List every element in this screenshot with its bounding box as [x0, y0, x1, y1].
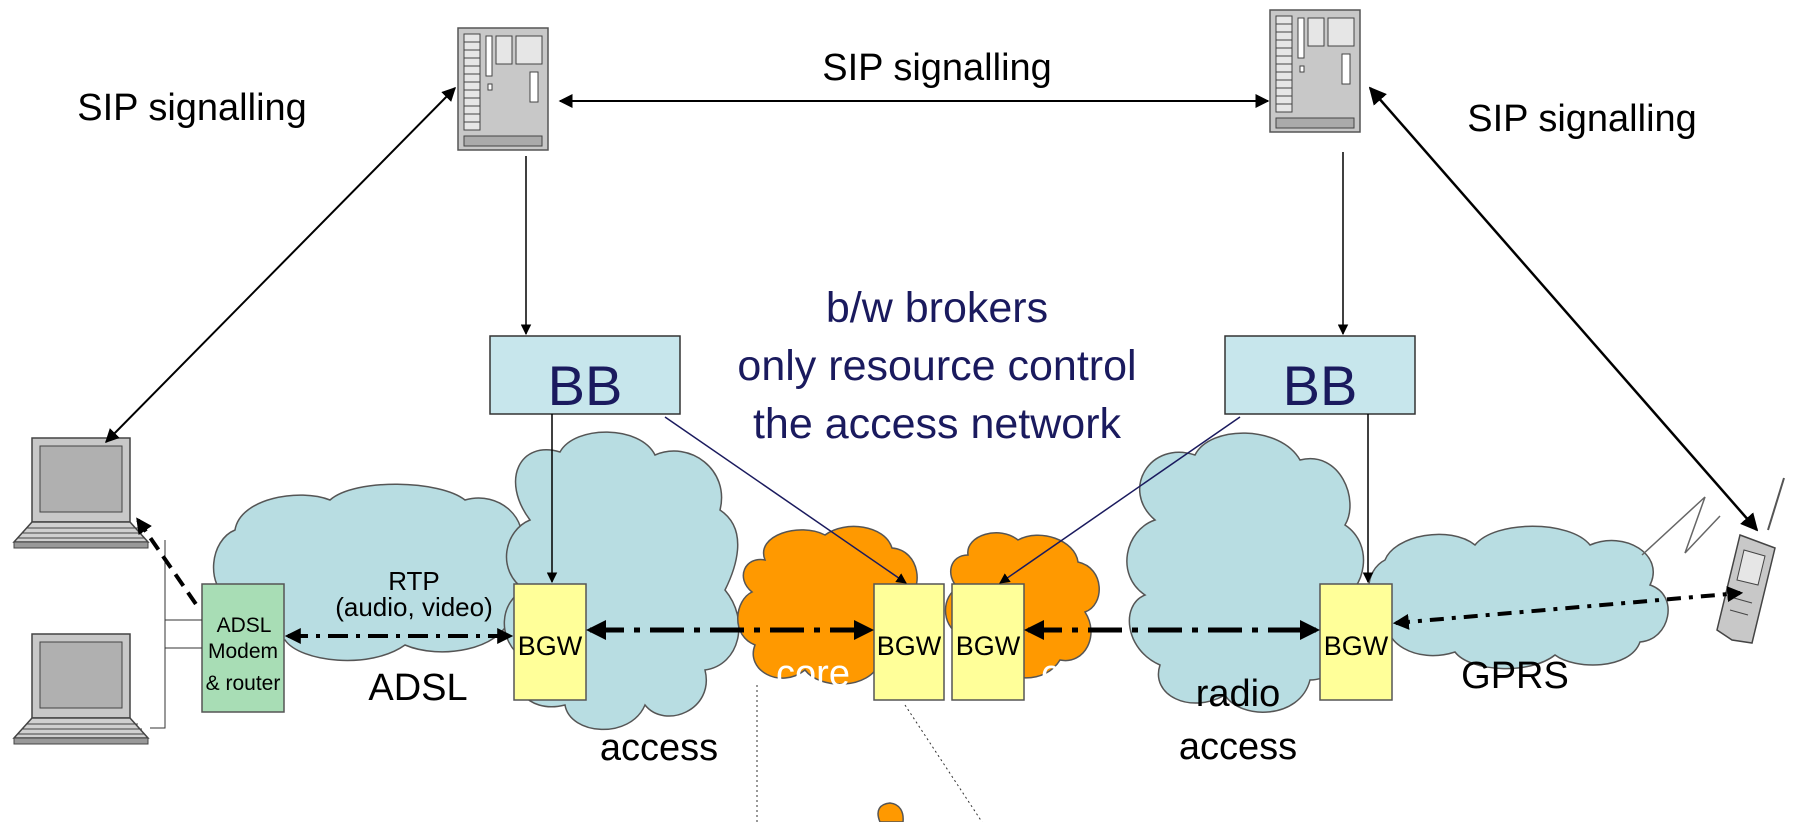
core-label-right: core: [1041, 653, 1115, 695]
laptop-icon: [13, 633, 149, 745]
modem-label-line-2: Modem: [208, 640, 278, 663]
bb-label-right: BB: [1283, 354, 1358, 417]
sip-arrow-left: [105, 87, 456, 443]
radio-wave-icon: [1641, 496, 1721, 556]
gprs-cloud: [1368, 525, 1669, 670]
modem-label-line-1: ADSL: [217, 614, 272, 637]
laptop-icon: [13, 437, 149, 549]
radio-access-label-line-1: radio: [1196, 673, 1281, 715]
bb-box-left: [489, 335, 681, 415]
bb-label-left: BB: [548, 354, 623, 417]
bw-brokers-line-1: b/w brokers: [826, 284, 1048, 332]
modem-label-line-3: & router: [206, 672, 281, 695]
access-label: access: [600, 727, 718, 769]
sip-label-right: SIP signalling: [1467, 98, 1697, 140]
dotted-link-right: [904, 704, 983, 823]
rtp-label-line-1: RTP: [388, 566, 440, 596]
bw-brokers-line-2: only resource control: [737, 342, 1136, 390]
bgw-box-2: [873, 583, 945, 701]
bw-brokers-line-3: the access network: [753, 400, 1122, 448]
bgw-label-4: BGW: [1324, 631, 1389, 661]
bb-to-bgw-3: [999, 416, 1241, 584]
bgw-box-4: [1319, 583, 1393, 701]
adsl-modem-box: [201, 583, 285, 713]
server-icon: [457, 27, 549, 151]
core-label-left: core: [776, 653, 850, 695]
bgw-box-3: [951, 583, 1025, 701]
sip-label-left: SIP signalling: [77, 87, 307, 129]
bb-to-bgw-2: [664, 416, 907, 584]
server-icon: [1269, 9, 1361, 133]
sip-arrow-right: [1368, 86, 1759, 532]
modem-lan-link: [150, 619, 202, 729]
gprs-label: GPRS: [1461, 655, 1569, 697]
radio-access-label-line-2: access: [1179, 726, 1297, 768]
rtp-link-laptop-modem: [136, 517, 202, 612]
bgw-label-1: BGW: [518, 631, 583, 661]
bgw-label-2: BGW: [877, 631, 942, 661]
adsl-label: ADSL: [368, 667, 467, 709]
core-cloud-bottom-partial: [877, 802, 904, 823]
bgw-label-3: BGW: [956, 631, 1021, 661]
rtp-label-line-2: (audio, video): [335, 592, 493, 622]
bgw-box-1: [513, 583, 587, 701]
mobile-phone-icon: [1716, 477, 1785, 644]
rtp-link-bgw-phone: [1392, 586, 1744, 630]
sip-label-top: SIP signalling: [822, 47, 1052, 89]
